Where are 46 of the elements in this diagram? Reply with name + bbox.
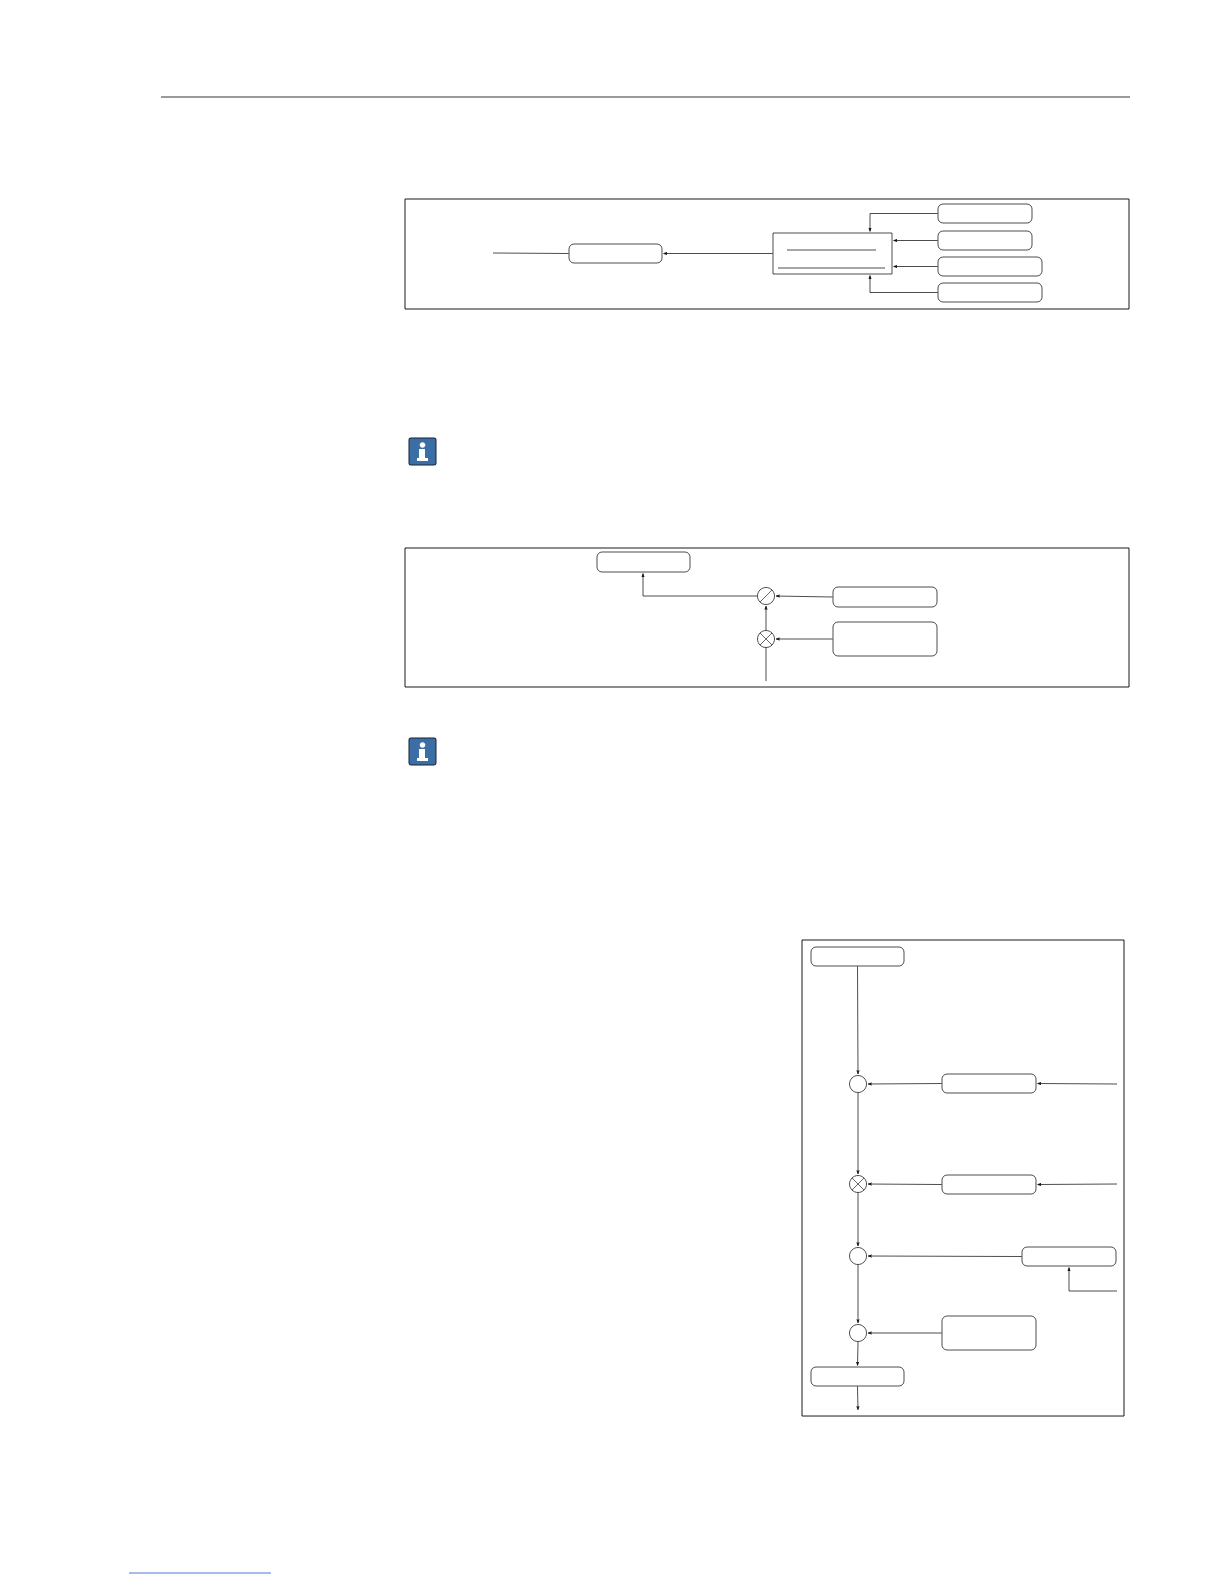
summing-junction	[849, 1075, 867, 1093]
rounded-box	[596, 551, 691, 573]
rounded-box	[941, 1174, 1037, 1195]
arrow	[856, 1264, 860, 1324]
arrow	[893, 265, 938, 268]
arrow	[1037, 1183, 1118, 1186]
rounded-box	[941, 1073, 1037, 1094]
rounded-box	[937, 282, 1043, 303]
multiplication-junction	[849, 1175, 867, 1193]
rounded-box	[1021, 1246, 1117, 1267]
multiplication-junction	[757, 630, 775, 648]
arrow	[775, 594, 833, 598]
arrow	[764, 605, 768, 631]
arrow	[1067, 1267, 1118, 1292]
division-junction	[757, 587, 775, 605]
rounded-box	[937, 256, 1043, 277]
summing-junction	[849, 1247, 867, 1265]
arrow	[867, 1082, 942, 1086]
arrow	[641, 573, 758, 597]
rounded-box	[810, 1366, 905, 1387]
arrow	[893, 239, 938, 242]
arrow	[868, 213, 938, 232]
arrow	[867, 1182, 942, 1186]
arrow	[856, 1341, 859, 1366]
arrow	[868, 275, 938, 293]
arrow	[867, 1254, 1022, 1258]
arrow	[856, 966, 860, 1075]
arrow	[856, 1192, 860, 1247]
rounded-box	[941, 1315, 1037, 1351]
arrow	[856, 1386, 860, 1411]
arrow	[663, 252, 773, 255]
function-block	[772, 232, 893, 275]
arrow	[1037, 1082, 1118, 1085]
rounded-box	[568, 243, 663, 264]
summing-junction	[849, 1324, 867, 1342]
rounded-box	[810, 946, 905, 967]
diagram-frame	[801, 939, 1125, 1417]
diagram-frame	[404, 198, 1130, 310]
arrow	[775, 637, 833, 641]
arrow	[856, 1092, 860, 1175]
diagram-frame	[404, 547, 1130, 688]
rounded-box	[937, 203, 1033, 224]
rounded-box	[937, 230, 1033, 251]
rounded-box	[832, 621, 938, 657]
rounded-box	[832, 586, 938, 608]
arrow	[867, 1331, 942, 1335]
